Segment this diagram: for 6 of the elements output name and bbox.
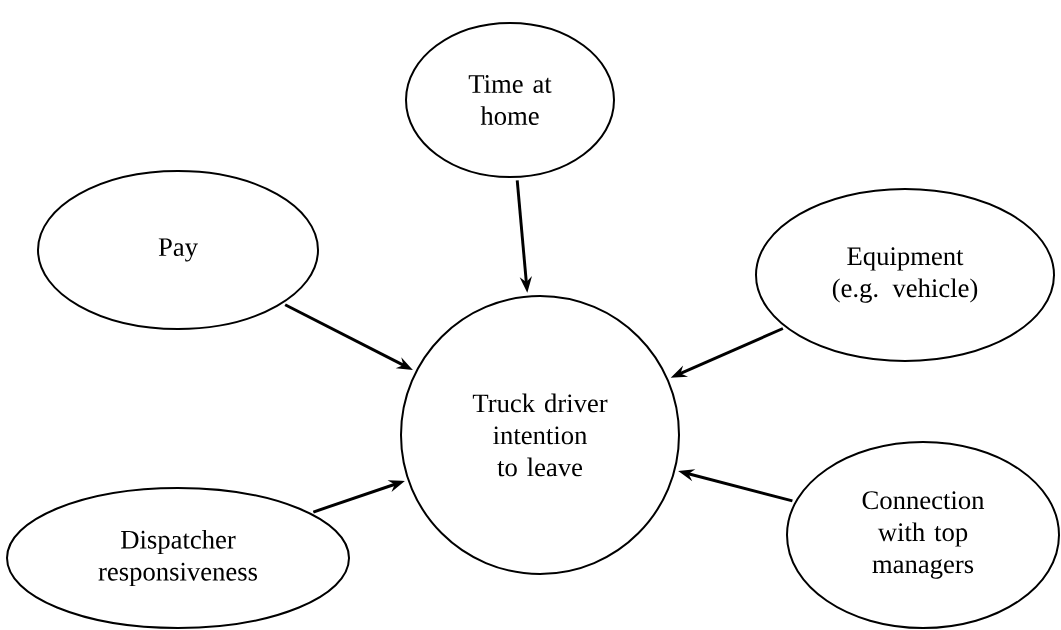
ellipse-node: Pay: [37, 170, 319, 330]
ellipse-node: Time at home: [405, 22, 615, 178]
ellipse-node: Dispatcher responsiveness: [6, 487, 350, 629]
ellipse-node: Truck driver intention to leave: [400, 295, 680, 575]
ellipse-node: Connection with top managers: [786, 441, 1060, 629]
ellipse-node: Equipment (e.g. vehicle): [755, 188, 1055, 362]
